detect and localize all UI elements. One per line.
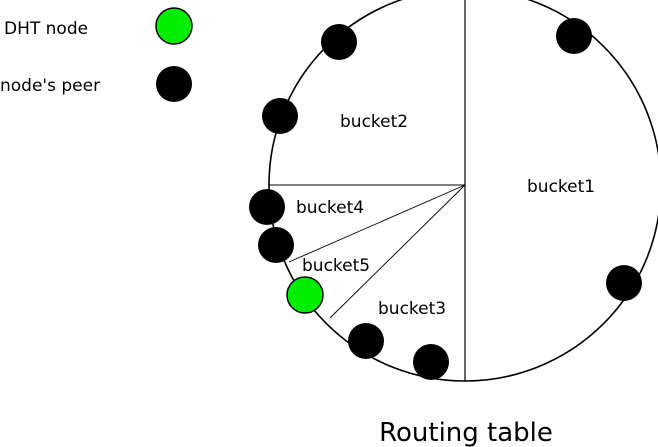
peer-node	[556, 18, 592, 54]
keyspace-ring	[268, 0, 658, 382]
legend-dht-node-marker	[155, 7, 193, 45]
bucket1-label: bucket1	[527, 177, 595, 197]
divider-bucket5-bucket3	[329, 184, 466, 319]
peer-node	[321, 24, 357, 60]
legend-peer-label: node's peer	[0, 76, 100, 96]
peer-node	[606, 265, 642, 301]
peer-node	[348, 323, 384, 359]
bucket4-label: bucket4	[296, 198, 364, 218]
peer-node	[258, 227, 294, 263]
bucket2-label: bucket2	[340, 112, 408, 132]
peer-node	[413, 344, 449, 380]
legend-peer-marker	[156, 66, 192, 102]
peer-node	[262, 98, 298, 134]
legend-dht-node-label: DHT node	[4, 19, 88, 39]
bucket5-label: bucket5	[302, 256, 370, 276]
legend: DHT node node's peer	[0, 7, 193, 102]
bucket3-label: bucket3	[378, 299, 446, 319]
routing-table-circle: bucket1 bucket2 bucket4 bucket5 bucket3	[249, 0, 658, 382]
dht-node	[286, 276, 324, 314]
peer-node	[249, 189, 285, 225]
diagram-caption: Routing table	[379, 418, 553, 447]
divider-bucket4-bucket5	[288, 184, 466, 263]
